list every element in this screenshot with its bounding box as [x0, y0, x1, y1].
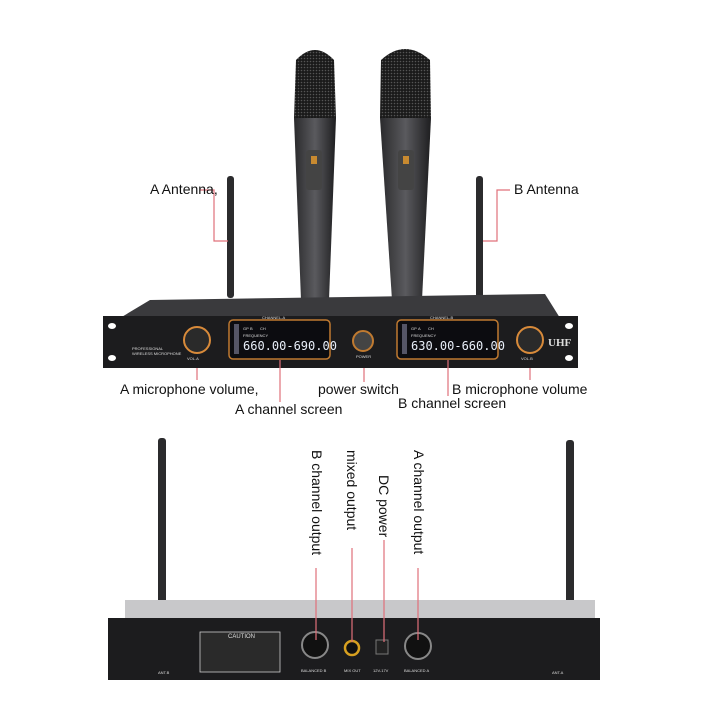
freq-label-b: FREQUENCY [411, 333, 437, 338]
dc-jack [375, 639, 389, 655]
balanced-b-label: BALANCED B [301, 668, 327, 673]
gp-b: GP [411, 326, 417, 331]
caution-label [199, 631, 281, 673]
label-b-channel-output: B channel output [309, 450, 325, 556]
freq-label-a: FREQUENCY [243, 333, 269, 338]
front-panel [103, 316, 578, 368]
screen-b [396, 319, 499, 360]
balanced-a-label: BALANCED A [404, 668, 430, 673]
vol-b-label: VOL.B [521, 356, 533, 361]
label-b-mic-volume: B microphone volume [452, 381, 588, 397]
dc-label: 12V-17V [373, 668, 389, 673]
microphone-b [380, 49, 431, 300]
power-switch [352, 330, 374, 352]
gp-b-value: A [418, 326, 421, 331]
screen-a-frequency: 660.00-690.00 [243, 339, 337, 353]
rear-antenna-a [566, 440, 574, 645]
caution-text: CAUTION [228, 634, 255, 640]
label-b-antenna: B Antenna [514, 181, 579, 197]
xlr-b [301, 631, 329, 659]
channel-b-title: CHANNEL-B [430, 315, 454, 320]
label-a-channel-screen: A channel screen [235, 401, 343, 417]
screen-b-frequency: 630.00-660.00 [411, 339, 505, 353]
antenna-a [227, 176, 234, 298]
model-text: PROFESSIONAL WIRELESS MICROPHONE [132, 346, 182, 356]
ch-a: CH [260, 326, 266, 331]
power-label: POWER [356, 354, 372, 359]
volume-knob-a [183, 326, 211, 354]
mix-out-label: MIX OUT [344, 668, 361, 673]
vol-a-label: VOL.A [187, 356, 199, 361]
volume-knob-b [516, 326, 544, 354]
antenna-b [476, 176, 483, 298]
ant-b-label: ANT.B [158, 670, 170, 675]
label-power-switch: power switch [318, 381, 399, 397]
microphone-a [294, 50, 336, 300]
brand-logo: UHF [548, 337, 572, 349]
rear-antenna-b [158, 438, 166, 643]
gp-a: GP [243, 326, 249, 331]
label-b-channel-screen: B channel screen [398, 395, 507, 411]
label-a-channel-output: A channel output [411, 450, 427, 555]
label-a-mic-volume: A microphone volume, [120, 381, 259, 397]
channel-a-title: CHANNEL-A [262, 315, 286, 320]
ant-a-label: ANT.A [552, 670, 564, 675]
gp-a-value: B [250, 326, 253, 331]
label-mixed-output: mixed output [344, 450, 360, 531]
callout-lines [196, 189, 531, 642]
label-a-antenna: A Antenna, [150, 181, 218, 197]
screen-a [228, 319, 331, 360]
label-dc-power: DC power [376, 475, 392, 538]
ch-b: CH [428, 326, 434, 331]
mix-out-jack [343, 639, 361, 657]
